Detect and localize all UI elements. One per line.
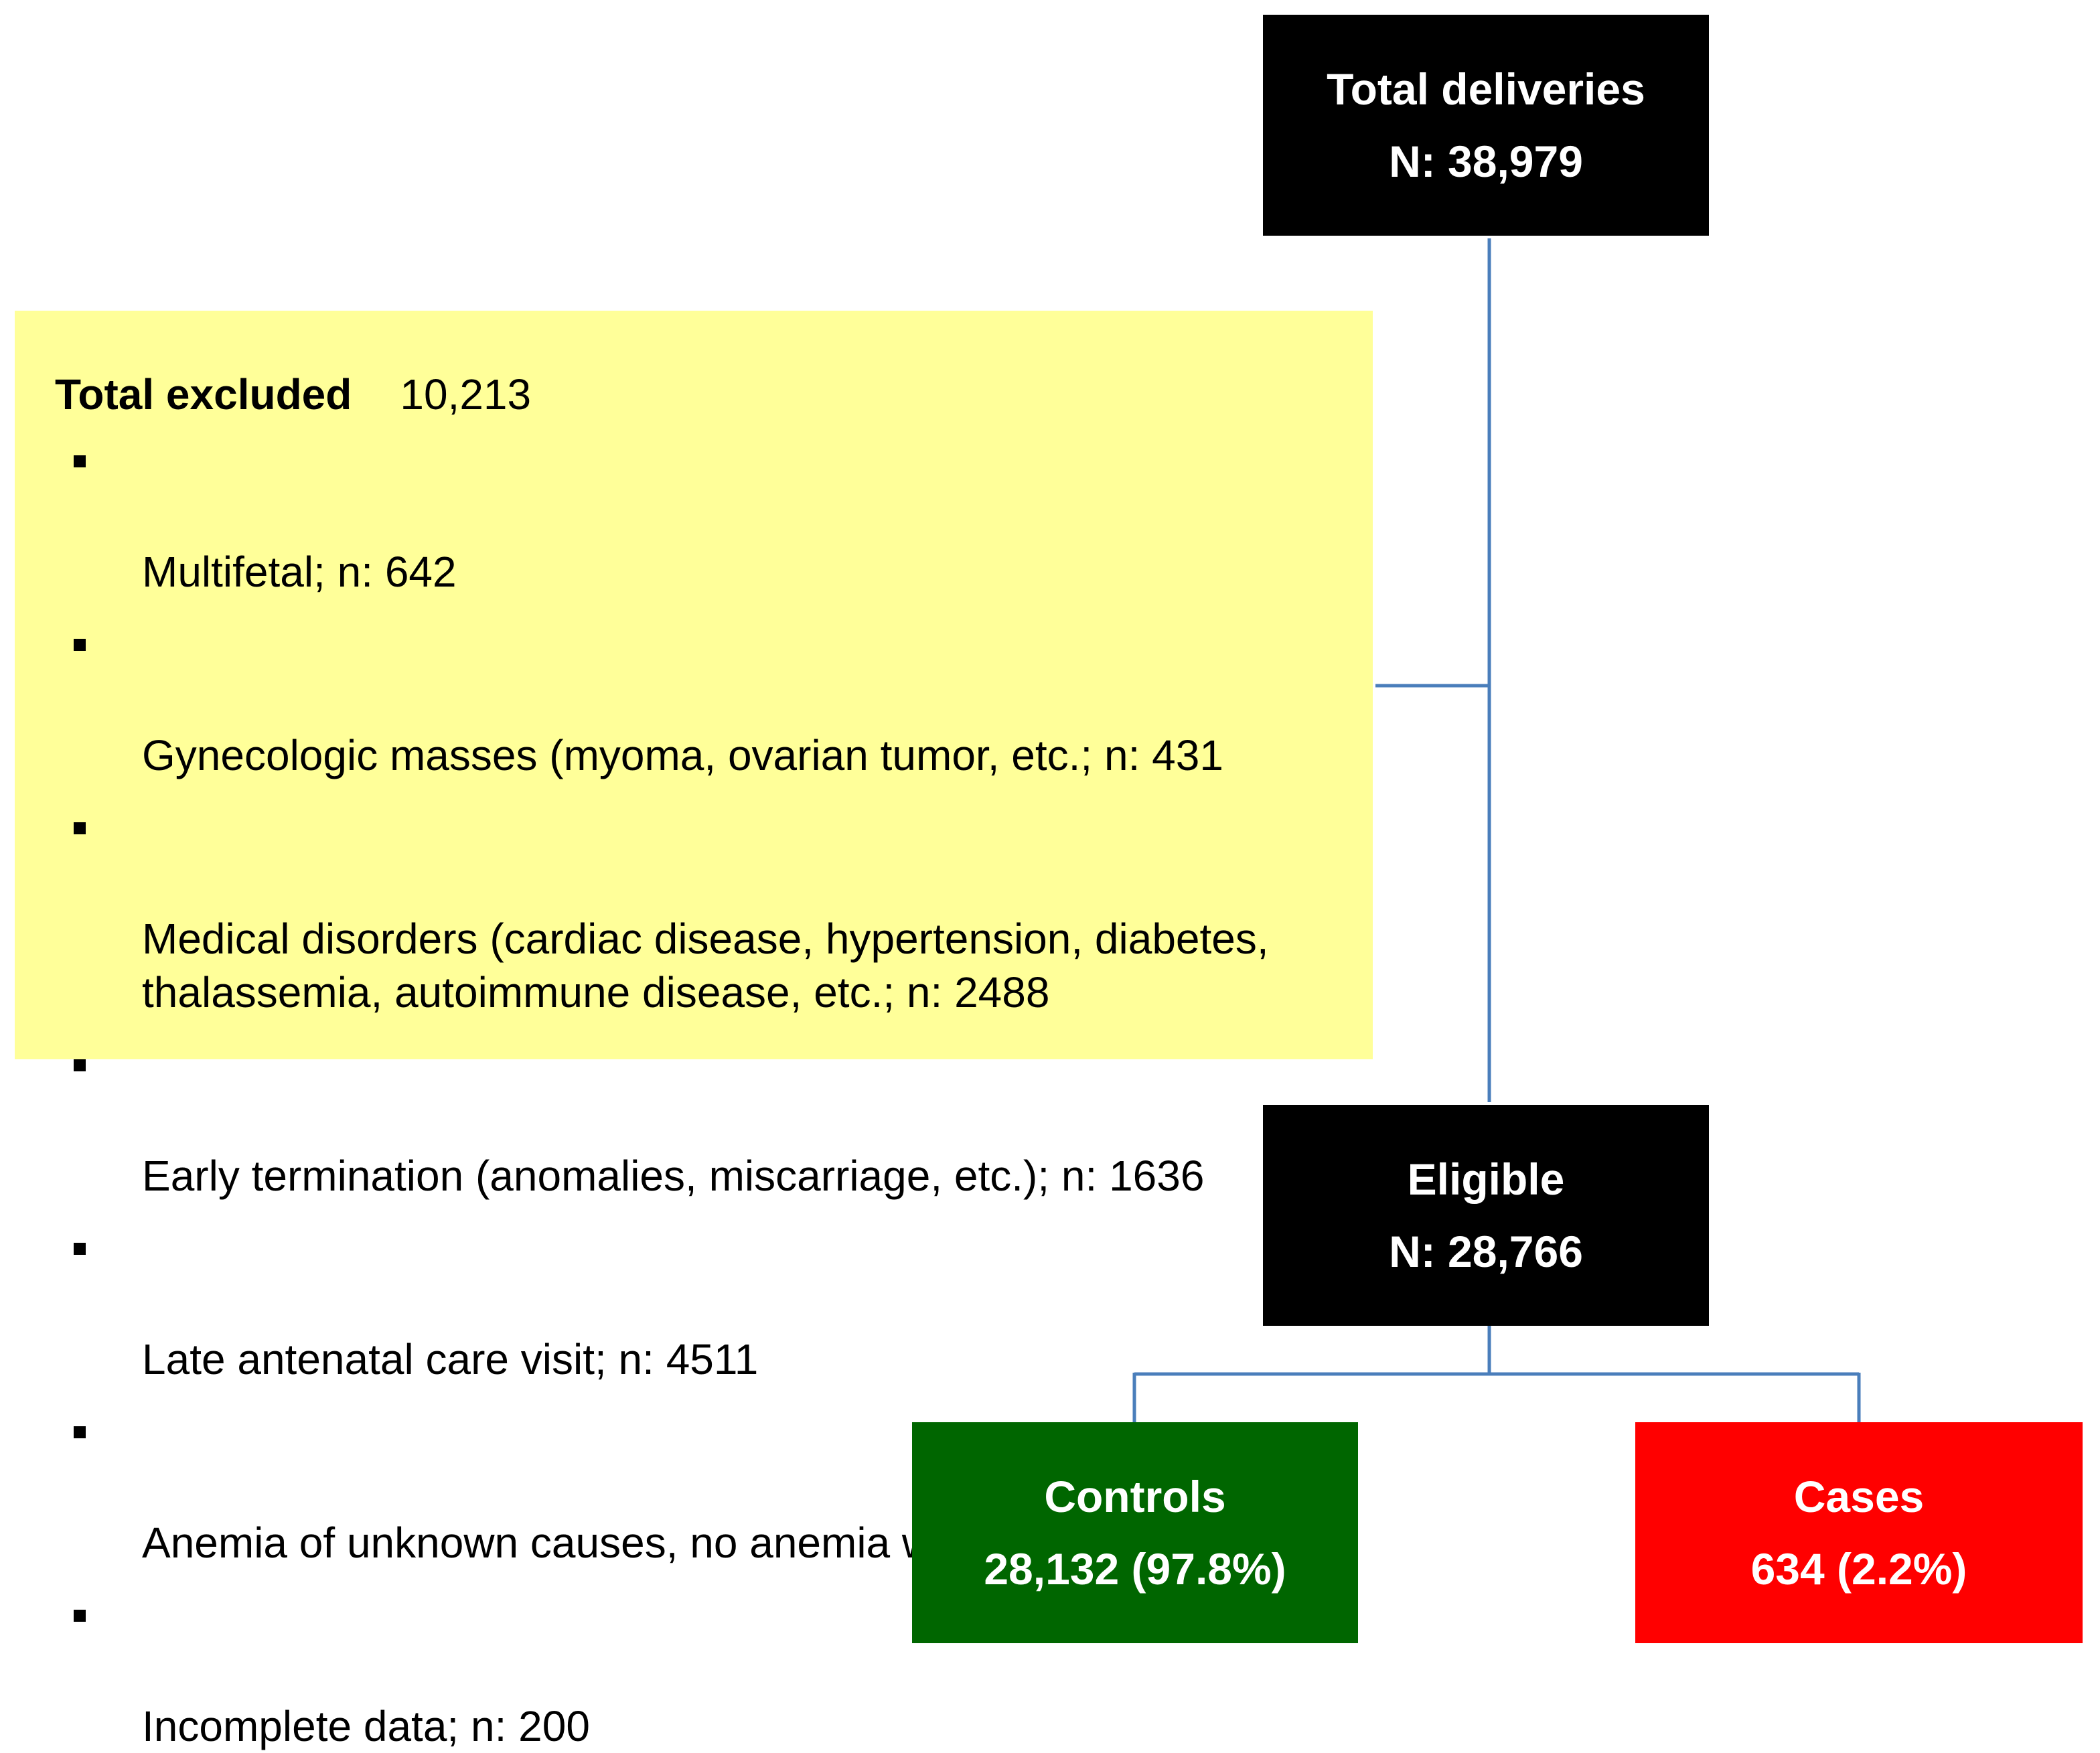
excluded-label: Total excluded bbox=[55, 370, 352, 418]
cases-title: Cases bbox=[1793, 1472, 1925, 1521]
flow-connectors bbox=[1132, 238, 1861, 1424]
exclusion-item-late-antenatal-visit: Late antenatal care visit; n: 4511 bbox=[55, 1225, 1373, 1386]
exclusion-item-gynecologic-masses: Gynecologic masses (myoma, ovarian tumor… bbox=[55, 621, 1373, 782]
controls-value: 28,132 (97.8%) bbox=[984, 1544, 1286, 1594]
square-bullet-icon bbox=[74, 455, 86, 467]
square-bullet-icon bbox=[74, 1059, 86, 1071]
total-deliveries-box: Total deliveries N: 38,979 bbox=[1263, 15, 1709, 236]
square-bullet-icon bbox=[74, 639, 86, 651]
square-bullet-icon bbox=[74, 1426, 86, 1438]
controls-title: Controls bbox=[1044, 1472, 1226, 1521]
total-deliveries-value: N: 38,979 bbox=[1389, 137, 1583, 186]
exclusion-item-text: Multifetal; n: 642 bbox=[142, 548, 457, 596]
total-deliveries-title: Total deliveries bbox=[1327, 64, 1645, 114]
square-bullet-icon bbox=[74, 1243, 86, 1255]
exclusion-item-text: Gynecologic masses (myoma, ovarian tumor… bbox=[142, 731, 1223, 779]
eligible-value: N: 28,766 bbox=[1389, 1227, 1583, 1276]
square-bullet-icon bbox=[74, 1610, 86, 1622]
eligible-title: Eligible bbox=[1407, 1154, 1565, 1204]
square-bullet-icon bbox=[74, 822, 86, 834]
cases-box: Cases 634 (2.2%) bbox=[1635, 1422, 2083, 1643]
excluded-header: Total excluded 10,213 bbox=[55, 364, 1373, 438]
exclusion-item-text: Incomplete data; n: 200 bbox=[142, 1702, 590, 1750]
cases-value: 634 (2.2%) bbox=[1750, 1544, 1967, 1594]
exclusion-item-multifetal: Multifetal; n: 642 bbox=[55, 438, 1373, 599]
exclusion-item-text: Late antenatal care visit; n: 4511 bbox=[142, 1335, 759, 1383]
eligible-box: Eligible N: 28,766 bbox=[1263, 1105, 1709, 1326]
excluded-total-value: 10,213 bbox=[400, 370, 532, 418]
exclusion-item-text: Medical disorders (cardiac disease, hype… bbox=[142, 915, 1269, 1016]
exclusion-item-text: Early termination (anomalies, miscarriag… bbox=[142, 1152, 1205, 1200]
exclusion-item-early-termination: Early termination (anomalies, miscarriag… bbox=[55, 1042, 1373, 1203]
exclusion-item-medical-disorders: Medical disorders (cardiac disease, hype… bbox=[55, 805, 1373, 1019]
controls-box: Controls 28,132 (97.8%) bbox=[912, 1422, 1358, 1643]
